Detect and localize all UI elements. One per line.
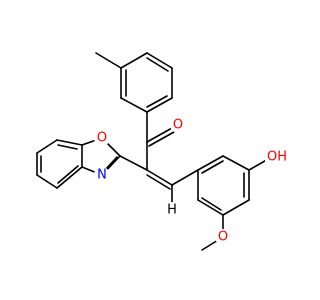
hydroxyl-group: OH [265,148,289,167]
carbonyl-oxygen: O [170,117,186,133]
hydroxyl-label: OH [267,150,287,165]
vinyl-hydrogen: H [164,202,180,218]
methoxy-oxygen: O [215,229,231,245]
vinyl-to-ring-bond [171,169,199,186]
oxazole-oxygen: O [94,130,110,146]
oxazole-nitrogen-label: N [97,168,107,183]
methyl-bond [95,52,122,69]
tolyl-ring [120,52,173,113]
carbonyl-double-bond [146,127,175,147]
benzo-ring [36,139,83,189]
oxazole-oxygen-label: O [97,131,107,146]
vanillyl-ring [197,155,250,216]
alpha-to-oxazole-bond [119,155,148,171]
atom-labels: O O N OH H O [94,117,289,245]
bonds [36,52,271,251]
molecule-structure-diagram: O O N OH H O [36,52,289,251]
alkene-double-bond [146,169,173,190]
carbonyl-oxygen-label: O [173,118,183,133]
vinyl-hydrogen-label: H [167,203,177,218]
oxazole-nitrogen: N [94,167,110,183]
methoxy-oxygen-label: O [218,230,228,245]
